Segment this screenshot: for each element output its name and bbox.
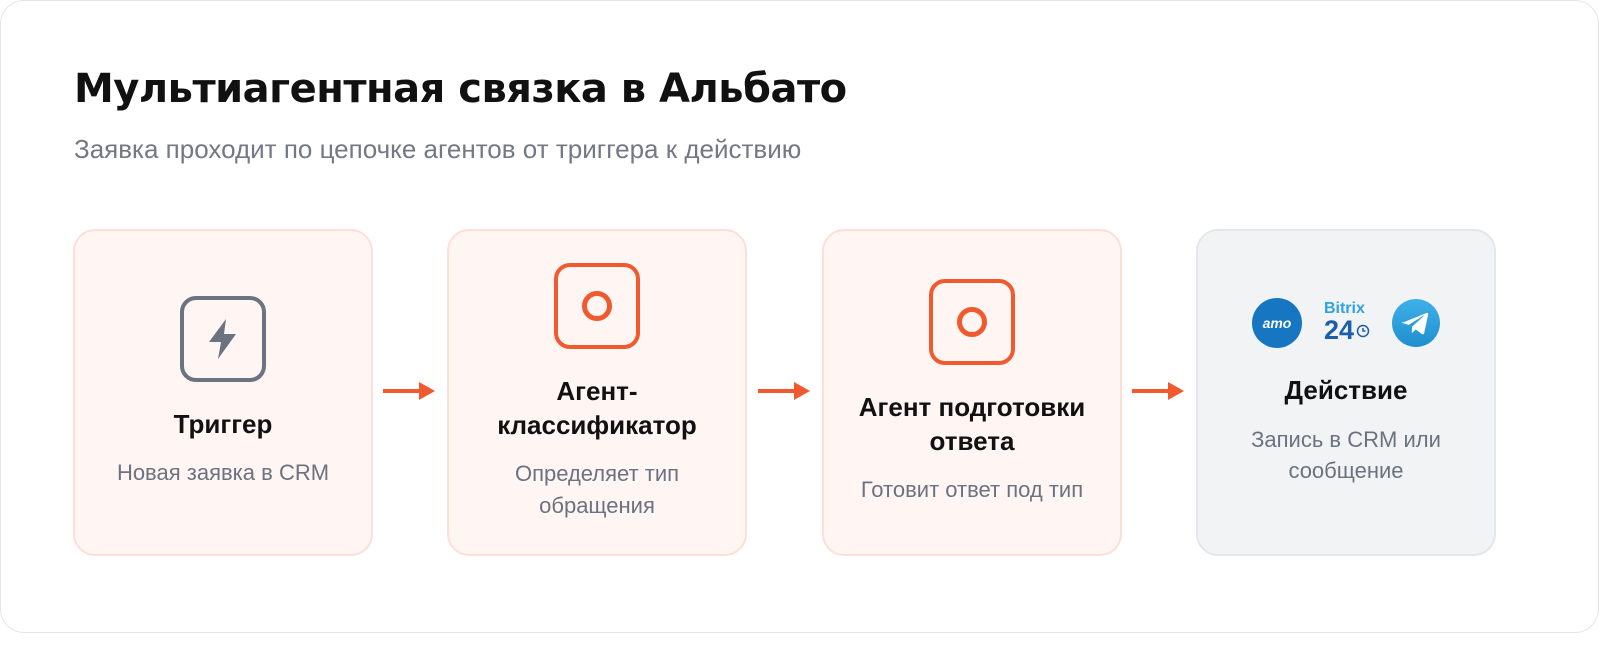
page-title: Мультиагентная связка в Альбато [74,66,847,112]
step-action-card: amo Bitrix 24 Действие Запись в CRM и [1196,229,1496,556]
step-title: Триггер [173,408,273,439]
step-description: Запись в CRM или сообщение [1251,426,1441,484]
telegram-logo-icon [1392,298,1441,347]
flow-arrow-icon [1132,382,1184,400]
step-title: Агент подготовки ответа [858,391,1086,456]
step-classifier-card: Агент-классификатор Определяет тип обращ… [447,229,747,556]
agent-ring-icon [929,278,1015,365]
step-description: Новая заявка в CRM [116,460,330,486]
step-description: Готовит ответ под тип [860,477,1084,503]
flow-arrow-icon [758,382,810,400]
agent-ring-icon [554,262,640,349]
step-trigger-card: Триггер Новая заявка в CRM [73,229,373,556]
step-title: Действие [1284,374,1408,405]
lightning-icon [180,295,266,382]
bitrix24-logo-icon: Bitrix 24 [1324,301,1370,344]
step-description: Определяет тип обращения [514,461,680,519]
step-title: Агент-классификатор [497,375,697,440]
amocrm-logo-icon: amo [1251,297,1302,348]
flow-arrow-icon [383,382,435,400]
integration-logos: amo Bitrix 24 [1251,297,1441,348]
page-subtitle: Заявка проходит по цепочке агентов от тр… [74,134,802,164]
step-reply-agent-card: Агент подготовки ответа Готовит ответ по… [822,229,1122,556]
